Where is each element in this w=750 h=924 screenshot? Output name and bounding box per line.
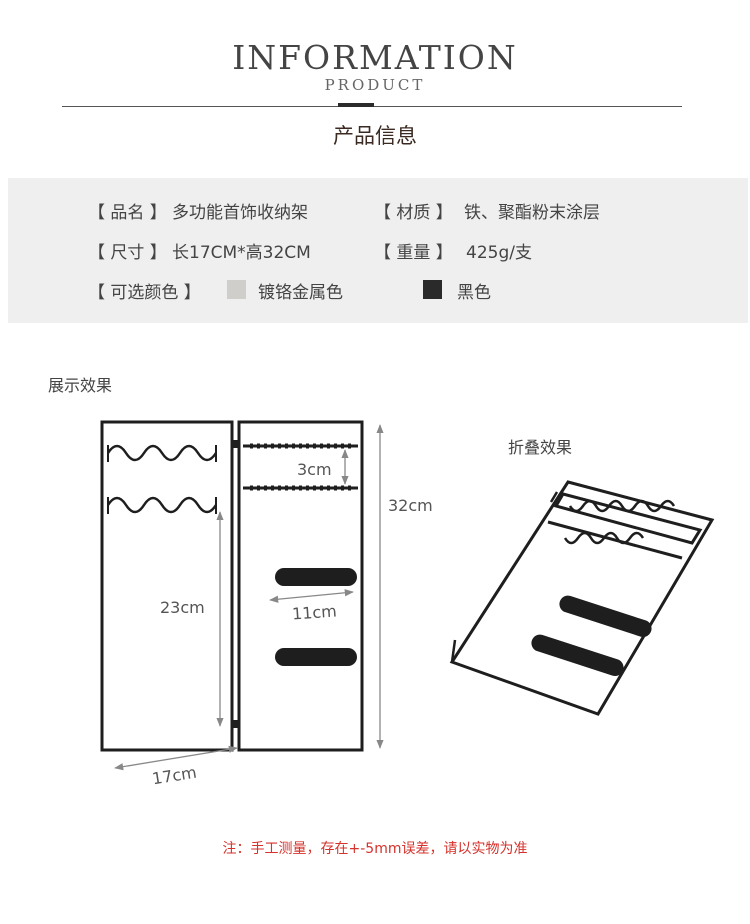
spec-name-value: 多功能首饰收纳架 <box>172 203 308 223</box>
earring-hole <box>292 485 295 491</box>
hinge <box>231 440 238 728</box>
dim-hook-height: 23cm <box>160 598 205 617</box>
earring-hole <box>313 485 316 491</box>
spec-panel <box>8 178 748 323</box>
color-option-chrome: 镀铬金属色 <box>258 283 343 303</box>
earring-bar-holes <box>250 443 351 491</box>
spec-size-value: 长17CM*高32CM <box>172 243 311 263</box>
earring-hole <box>285 443 288 449</box>
earring-hole <box>341 485 344 491</box>
folded-rack <box>449 480 715 716</box>
earring-hole <box>299 485 302 491</box>
dimension-arrows <box>114 424 384 771</box>
earring-hole <box>348 443 351 449</box>
left-panel <box>100 420 234 752</box>
spec-size-label: 【 尺寸 】 <box>88 243 167 263</box>
earring-hole <box>257 485 260 491</box>
spec-weight-label: 【 重量 】 <box>374 243 453 263</box>
spec-colors-label: 【 可选颜色 】 <box>88 283 201 303</box>
earring-hole <box>271 485 274 491</box>
earring-hole <box>320 443 323 449</box>
earring-hole <box>320 485 323 491</box>
earring-hole <box>250 443 253 449</box>
folded-effect-label: 折叠效果 <box>508 438 573 457</box>
earring-hole <box>334 485 337 491</box>
earring-hole <box>306 443 309 449</box>
product-info-title: 产品信息 <box>333 124 417 148</box>
dim-bar-length: 11cm <box>291 601 338 624</box>
black-color-swatch <box>423 280 442 299</box>
earring-hole <box>250 485 253 491</box>
earring-hole <box>348 485 351 491</box>
earring-hole <box>257 443 260 449</box>
earring-hole <box>313 443 316 449</box>
earring-hole <box>285 485 288 491</box>
header-divider-accent <box>338 103 374 107</box>
earring-hole <box>278 485 281 491</box>
color-option-black: 黑色 <box>457 283 491 303</box>
earring-hole <box>299 443 302 449</box>
folded-ring-bars <box>531 595 652 677</box>
dim-spacing: 3cm <box>297 460 332 479</box>
measurement-note: 注：手工测量，存在+-5mm误差，请以实物为准 <box>222 841 528 857</box>
chrome-color-swatch <box>227 280 246 299</box>
ring-bars <box>275 568 357 666</box>
spec-material-label: 【 材质 】 <box>374 203 453 223</box>
earring-hole <box>292 443 295 449</box>
dim-height: 32cm <box>388 496 433 515</box>
earring-hole <box>306 485 309 491</box>
earring-hole <box>264 485 267 491</box>
earring-hole <box>327 485 330 491</box>
earring-hole <box>264 443 267 449</box>
product-subtitle: PRODUCT <box>324 76 426 94</box>
spec-weight-value: 425g/支 <box>466 243 532 263</box>
display-effect-label: 展示效果 <box>48 376 113 395</box>
earring-hole <box>341 443 344 449</box>
earring-hole <box>334 443 337 449</box>
spec-material-value: 铁、聚酯粉末涂层 <box>464 203 600 223</box>
info-title: INFORMATION <box>232 38 518 77</box>
earring-hole <box>271 443 274 449</box>
earring-hole <box>278 443 281 449</box>
spec-name-label: 【 品名 】 <box>88 203 167 223</box>
earring-hole <box>327 443 330 449</box>
